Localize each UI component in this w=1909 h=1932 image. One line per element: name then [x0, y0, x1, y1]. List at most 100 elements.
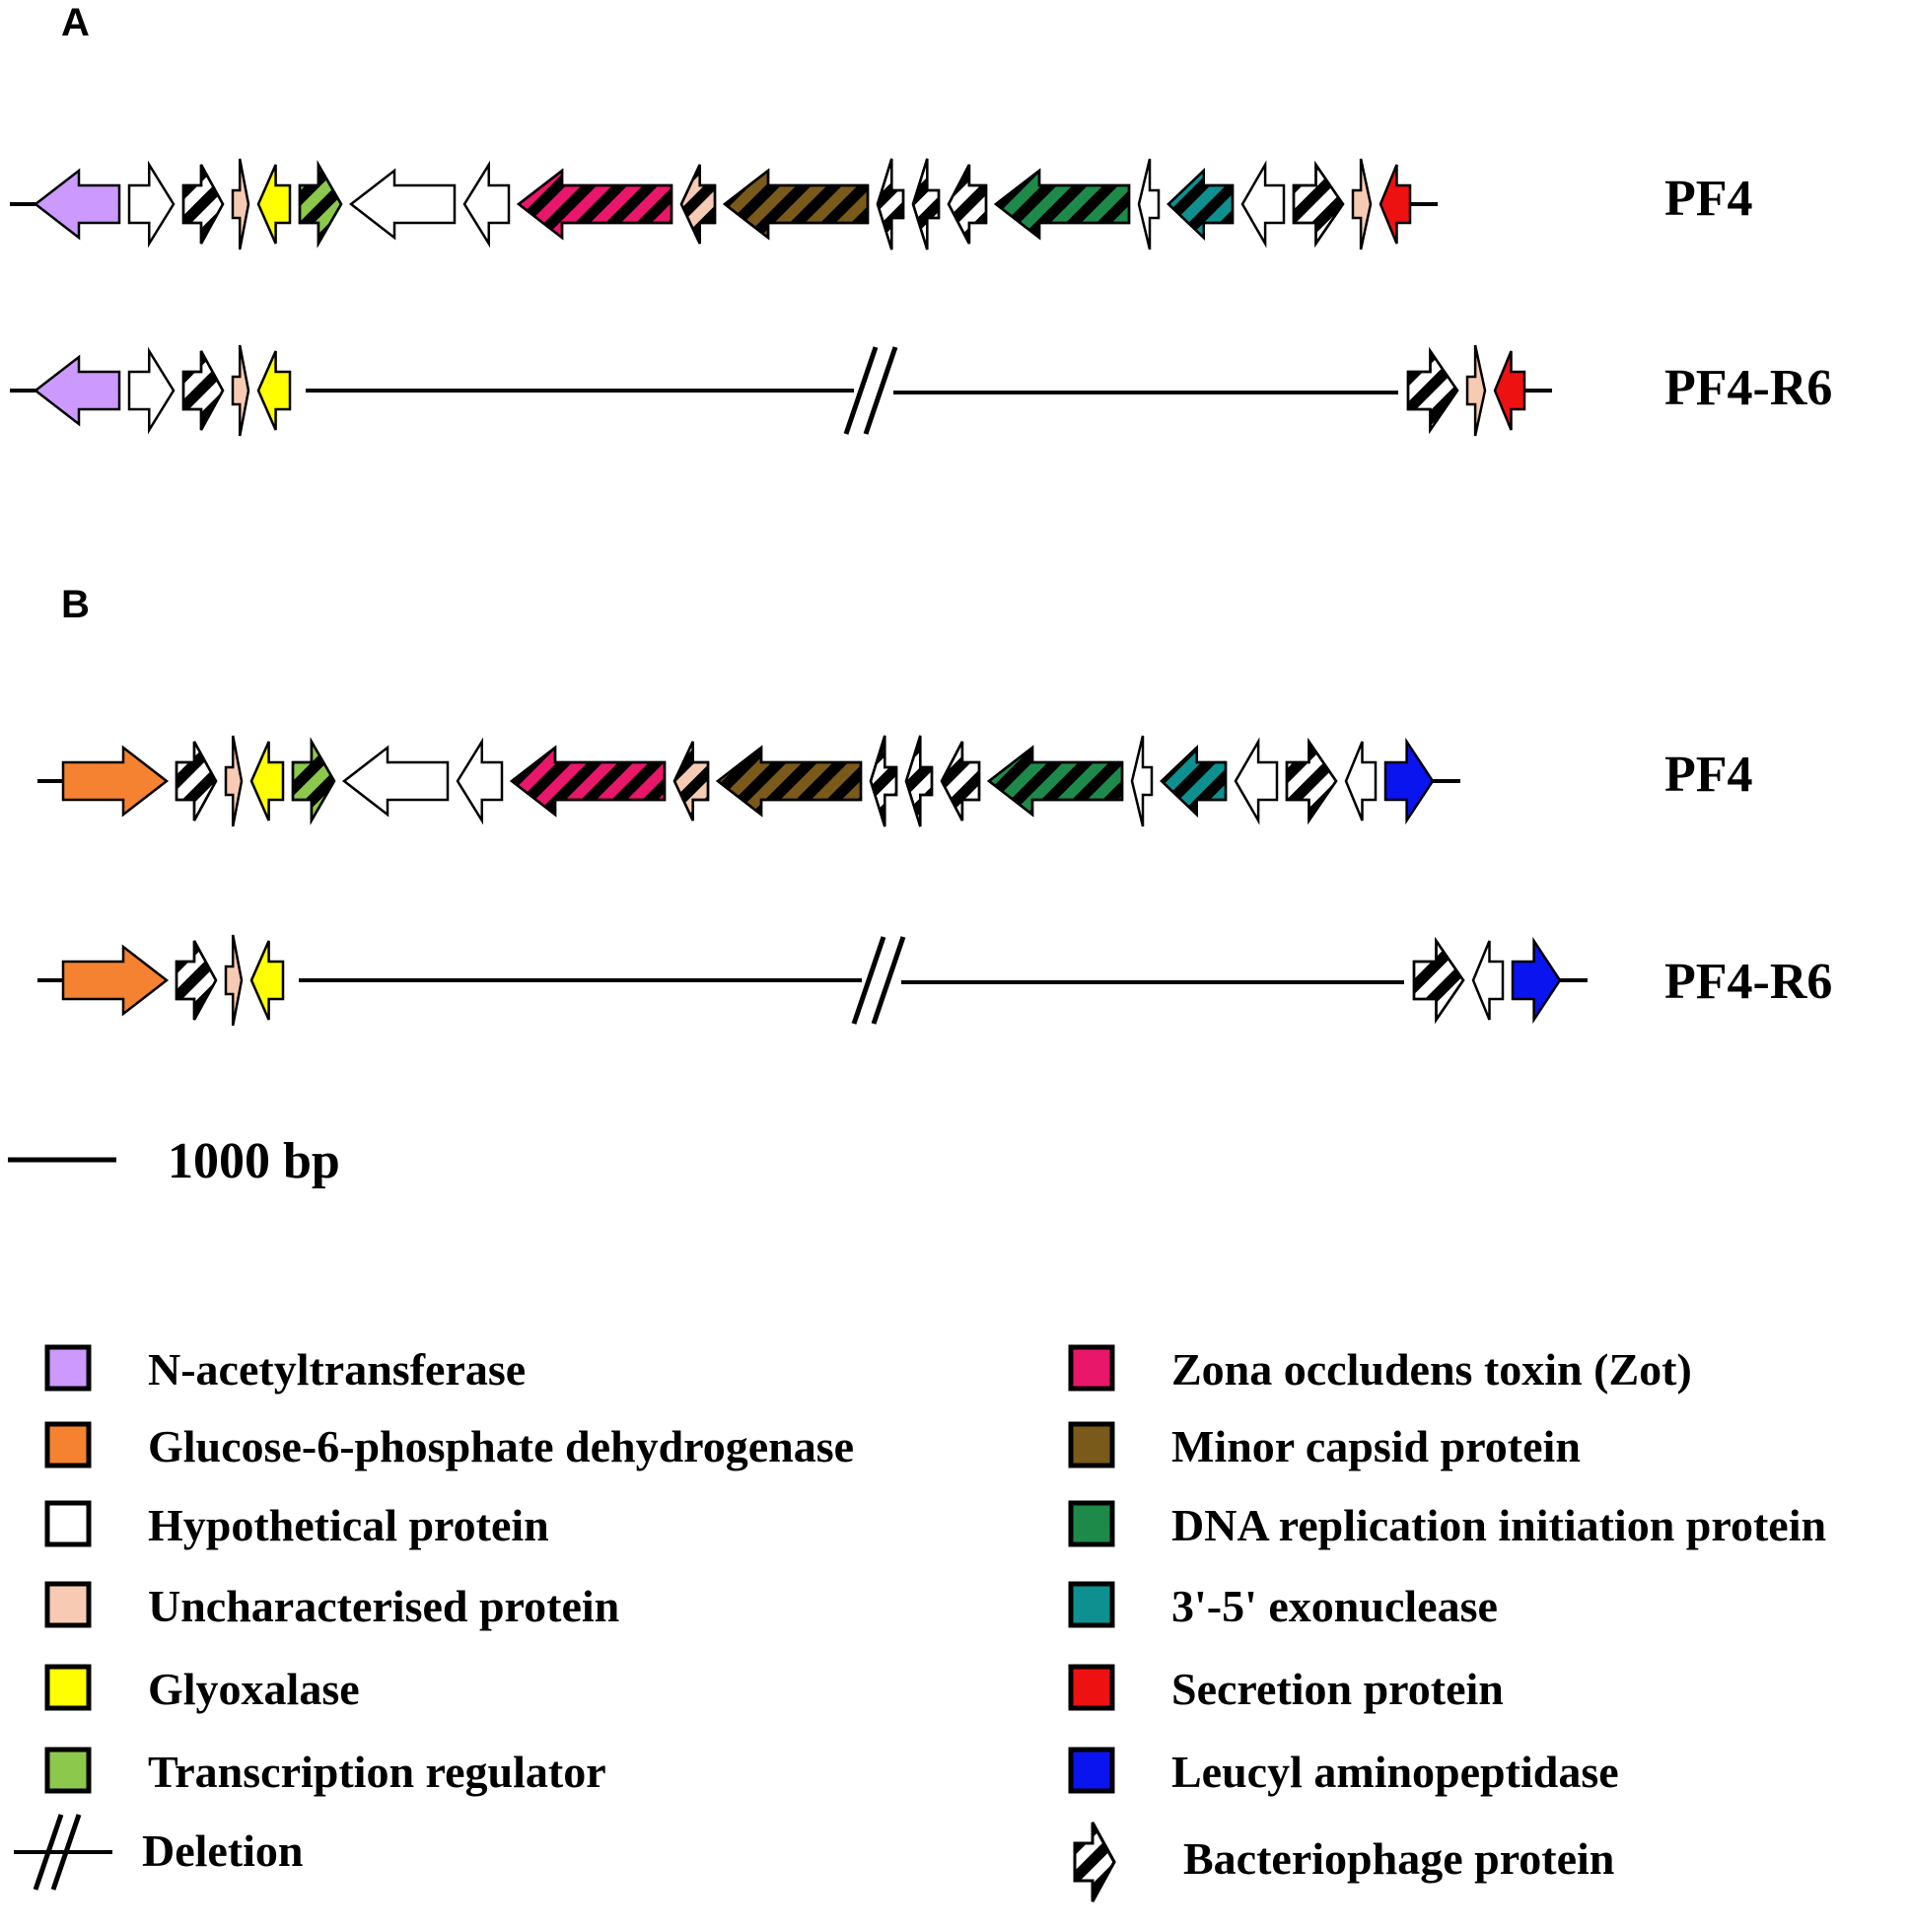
legend-item-left-3: Hypothetical protein	[44, 1500, 549, 1550]
panel-a-pf4-gene-4	[231, 158, 250, 250]
panel-a-pf4-gene-9	[516, 168, 673, 241]
legend-item-left-1: N-acetyltransferase	[44, 1344, 526, 1395]
panel-a-pf4-r6-gene-3	[181, 350, 225, 431]
panel-b-pf4-gene-8	[509, 745, 667, 818]
legend-item-right-1: Zona occludens toxin (Zot)	[1068, 1344, 1692, 1395]
track-label-a-pf4-r6: PF4-R6	[1664, 360, 1832, 416]
panel-b-pf4-gene-1	[61, 745, 170, 818]
panel-a-pf4-gene-16	[1137, 158, 1161, 250]
gene-track-b-pf4-r6	[37, 934, 1588, 1027]
deletion-mark	[306, 346, 1398, 435]
legend-label: Bacteriophage protein	[1183, 1833, 1614, 1884]
panel-a-pf4-gene-13	[911, 158, 941, 250]
track-label-b-pf4-r6: PF4-R6	[1664, 954, 1832, 1010]
legend-swatch	[44, 1421, 92, 1468]
panel-a-pf4-gene-7	[348, 168, 457, 241]
legend-swatch	[1068, 1664, 1115, 1711]
legend-swatch	[44, 1664, 92, 1711]
panel-letter-b: B	[61, 583, 90, 626]
panel-a-pf4-gene-18	[1240, 160, 1286, 249]
deletion-mark	[299, 936, 1404, 1025]
legend-label: Transcription regulator	[148, 1747, 606, 1797]
panel-b-pf4-gene-19	[1344, 741, 1378, 822]
track-label-a-pf4: PF4	[1664, 171, 1753, 227]
panel-b-pf4-gene-2	[175, 741, 218, 822]
panel-a-pf4-r6-gene-9	[1493, 350, 1526, 431]
panel-a-pf4-gene-21	[1379, 164, 1412, 245]
legend-item-left-7: Deletion	[14, 1814, 304, 1891]
legend-label: N-acetyltransferase	[148, 1344, 526, 1395]
panel-b-pf4-r6-gene-1	[61, 944, 170, 1017]
legend-label: Minor capsid protein	[1171, 1421, 1581, 1471]
legend-label: Glucose-6-phosphate dehydrogenase	[148, 1421, 854, 1471]
panel-b-pf4-r6-gene-2	[175, 940, 218, 1021]
legend-label: Deletion	[142, 1825, 304, 1876]
panel-b-pf4-gene-16	[1160, 745, 1228, 818]
panel-a-pf4-r6-gene-1	[33, 354, 121, 427]
panel-b-pf4-gene-17	[1234, 737, 1279, 825]
panel-b-pf4-gene-13	[940, 741, 981, 822]
legend-label: Glyoxalase	[148, 1664, 360, 1714]
panel-a-pf4-gene-14	[947, 164, 988, 245]
panel-b-pf4-r6-gene-4	[249, 940, 285, 1021]
panel-b-pf4-gene-12	[904, 735, 934, 827]
panel-a-pf4-r6-gene-7	[1406, 346, 1459, 435]
panel-a-pf4-gene-2	[127, 160, 176, 249]
deletion-icon	[14, 1814, 112, 1891]
panel-b-pf4-gene-4	[249, 741, 285, 822]
legend-label: Leucyl aminopeptidase	[1171, 1747, 1619, 1797]
panel-a-pf4-gene-3	[181, 164, 225, 245]
panel-b-pf4-gene-6	[341, 745, 450, 818]
legend-label: 3'-5' exonuclease	[1171, 1581, 1498, 1631]
panel-a-pf4-gene-6	[298, 160, 343, 249]
panel-a-pf4-r6-gene-5	[256, 350, 292, 431]
legend-item-right-2: Minor capsid protein	[1068, 1421, 1581, 1471]
panel-b-pf4-r6-gene-8	[1511, 936, 1562, 1025]
gene-track-a-pf4-r6	[10, 344, 1552, 437]
legend-label: Zona occludens toxin (Zot)	[1171, 1344, 1692, 1395]
legend-swatch	[44, 1581, 92, 1628]
legend-swatch	[44, 1344, 92, 1392]
legend-swatch	[44, 1500, 92, 1547]
panel-a-pf4-gene-20	[1351, 158, 1373, 250]
track-label-b-pf4: PF4	[1664, 747, 1753, 803]
panel-a-pf4-gene-17	[1167, 168, 1235, 241]
legend-item-left-2: Glucose-6-phosphate dehydrogenase	[44, 1421, 854, 1471]
legend-item-right-3: DNA replication initiation protein	[1068, 1500, 1826, 1550]
legend-label: DNA replication initiation protein	[1171, 1500, 1826, 1550]
legend-swatch	[44, 1747, 92, 1794]
gene-track-a-pf4	[10, 158, 1438, 250]
panel-a-pf4-gene-1	[33, 168, 121, 241]
panel-b-pf4-gene-5	[291, 737, 336, 825]
panel-a-pf4-r6-gene-4	[231, 344, 250, 437]
panel-b-pf4-gene-14	[986, 745, 1124, 818]
panel-b-pf4-gene-10	[715, 745, 863, 818]
panel-a-pf4-gene-11	[722, 168, 870, 241]
panel-b-pf4-gene-3	[224, 735, 244, 827]
panel-b-pf4-gene-11	[869, 735, 898, 827]
legend-label: Hypothetical protein	[148, 1500, 549, 1550]
legend-label: Secretion protein	[1171, 1664, 1504, 1714]
legend-swatch	[1068, 1344, 1115, 1392]
panel-b-pf4-r6-gene-6	[1412, 936, 1465, 1025]
panel-b-pf4-gene-9	[672, 741, 710, 822]
legend-label: Uncharacterised protein	[148, 1581, 619, 1631]
panel-b-pf4-gene-15	[1130, 735, 1154, 827]
legend-item-left-5: Glyoxalase	[44, 1664, 360, 1714]
panel-b-pf4-gene-18	[1285, 737, 1338, 825]
legend-item-right-4: 3'-5' exonuclease	[1068, 1581, 1498, 1631]
legend-swatch	[1068, 1747, 1115, 1794]
bacteriophage-icon	[1073, 1822, 1116, 1902]
legend-swatch	[1068, 1581, 1115, 1628]
panel-b-pf4-gene-7	[456, 737, 504, 825]
legend-item-left-4: Uncharacterised protein	[44, 1581, 619, 1631]
scale-bar-label: 1000 bp	[168, 1133, 340, 1189]
legend-item-right-5: Secretion protein	[1068, 1664, 1504, 1714]
panel-a-pf4-gene-8	[462, 160, 511, 249]
gene-track-b-pf4	[37, 735, 1460, 827]
legend-item-right-7: Bacteriophage protein	[1073, 1822, 1614, 1902]
panel-a-pf4-gene-5	[256, 164, 292, 245]
legend-swatch	[1068, 1500, 1115, 1547]
legend-item-right-6: Leucyl aminopeptidase	[1068, 1747, 1619, 1797]
